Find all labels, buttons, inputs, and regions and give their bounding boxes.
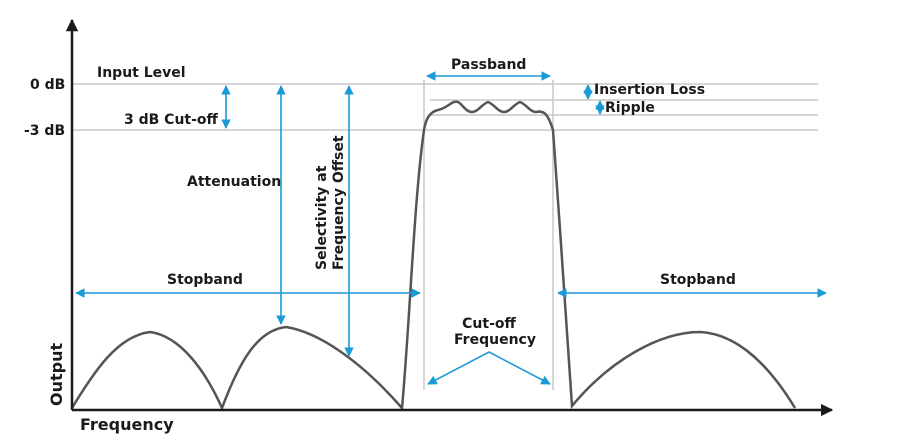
stopband-right-label: Stopband xyxy=(660,272,736,288)
selectivity-label-line1: Selectivity at xyxy=(314,165,330,270)
cutoff-frequency-label-line1: Cut-off xyxy=(462,316,516,332)
filter-response-curve xyxy=(70,100,797,412)
zero-db-label: 0 dB xyxy=(30,77,65,93)
cutoff-frequency-label-line2: Frequency xyxy=(454,332,536,348)
ripple-label: Ripple xyxy=(605,100,655,116)
passband-label: Passband xyxy=(451,57,526,73)
y-axis-label: Output xyxy=(47,343,66,406)
cutoff-3db-label: 3 dB Cut-off xyxy=(124,112,219,128)
input-level-label: Input Level xyxy=(97,65,186,81)
selectivity-label-line2: Frequency Offset xyxy=(331,135,347,270)
stopband-left-label: Stopband xyxy=(167,272,243,288)
cutoff-frequency-arrow xyxy=(427,351,551,385)
minus3-db-label: -3 dB xyxy=(24,123,65,139)
selectivity-label: Selectivity at Frequency Offset xyxy=(314,135,347,270)
attenuation-label: Attenuation xyxy=(187,174,281,190)
insertion-loss-label: Insertion Loss xyxy=(594,82,705,98)
x-axis-label: Frequency xyxy=(80,415,174,434)
